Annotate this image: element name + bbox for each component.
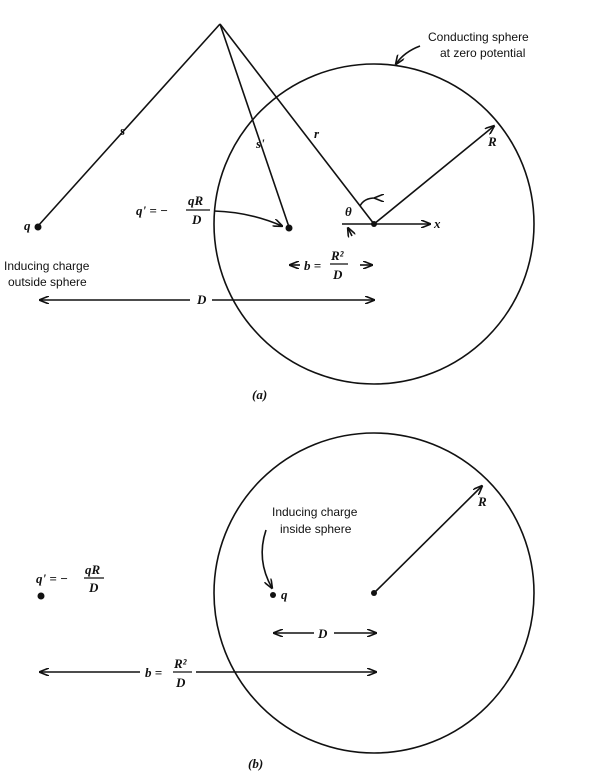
label-s-prime: s'	[255, 136, 265, 151]
label-R2-a: R²	[330, 248, 345, 263]
label-theta: θ	[345, 204, 352, 219]
line-r	[219, 23, 375, 225]
sphere-label-2: at zero potential	[440, 46, 525, 60]
radius-arrow-b	[373, 486, 482, 594]
label-q-b: q	[281, 587, 288, 602]
label-r: r	[314, 126, 320, 141]
label-qprime-den-a: D	[191, 212, 202, 227]
image-charge-dot-b	[37, 592, 45, 600]
label-D-a: D	[196, 292, 207, 307]
center-dot-a	[371, 221, 377, 227]
label-qprime-den-b: D	[88, 580, 99, 595]
caption-a: (a)	[252, 387, 267, 402]
label-qprime-b: q' = −	[36, 571, 68, 586]
label-q-a: q	[24, 218, 31, 233]
label-qR-a: qR	[188, 193, 204, 208]
caption-b: (b)	[248, 756, 263, 771]
theta-arrow-top	[359, 198, 375, 207]
label-R2-b: R²	[173, 656, 188, 671]
sphere-a	[213, 63, 535, 385]
panel-a: Conducting sphere at zero potential s s'…	[4, 23, 535, 402]
label-D-b: D	[317, 626, 328, 641]
label-R-b: R	[477, 494, 487, 509]
label-s: s	[119, 123, 125, 138]
sphere-label: Conducting sphere	[428, 30, 529, 44]
image-charge-dot	[285, 224, 293, 232]
label-qR-b: qR	[85, 562, 101, 577]
inducing-label-outside-2: outside sphere	[8, 275, 87, 289]
inducing-label-inside-2: inside sphere	[280, 522, 352, 536]
sphere-label-arrow	[396, 45, 421, 64]
label-b-den-b: D	[175, 675, 186, 690]
charge-q-dot-b	[270, 592, 276, 598]
image-label-arrow	[213, 210, 282, 226]
line-s-prime	[219, 23, 290, 228]
label-b-den-a: D	[332, 267, 343, 282]
inside-label-arrow	[261, 529, 272, 588]
sphere-b	[213, 432, 535, 754]
label-qprime-a: q' = −	[136, 203, 168, 218]
panel-b: R Inducing charge inside sphere q q' = −…	[36, 432, 535, 771]
theta-arrow-bottom	[348, 228, 352, 236]
line-s	[37, 23, 221, 227]
label-b-a: b =	[304, 258, 321, 273]
inducing-label-outside: Inducing charge	[4, 259, 90, 273]
label-b-b: b =	[145, 665, 162, 680]
inducing-label-inside: Inducing charge	[272, 505, 358, 519]
radius-arrow-a	[373, 126, 494, 225]
center-dot-b	[371, 590, 377, 596]
label-x: x	[433, 216, 441, 231]
charge-q-dot	[34, 223, 42, 231]
label-R-a: R	[487, 134, 497, 149]
